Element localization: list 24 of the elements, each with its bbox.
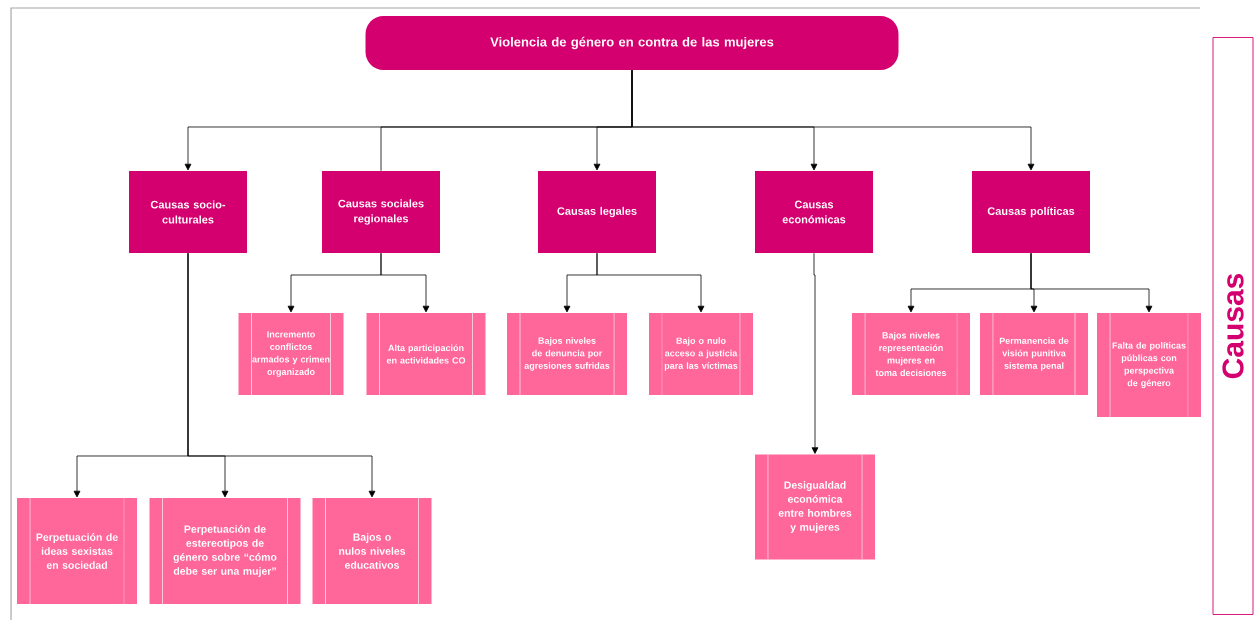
subprocess-box: Bajos o nulos niveles educativos <box>312 498 432 604</box>
side-label-box: Causas <box>1212 37 1254 615</box>
category-box: Causas económicas <box>755 171 873 253</box>
subprocess-box: Bajos niveles representación mujeres en toma decisiones <box>852 313 970 395</box>
connector-arrow <box>380 252 430 313</box>
connector-arrow <box>811 252 819 454</box>
title-box: Violencia de género en contra de las mujeres <box>365 16 899 70</box>
subprocess-box: Bajos niveles de denuncia por agresiones sufridas <box>507 313 627 395</box>
subprocess-box: Alta participación en actividades CO <box>366 313 486 395</box>
category-box: Causas sociales regionales <box>322 171 440 253</box>
category-box: Causas socio-culturales <box>129 171 247 253</box>
connector-arrow <box>187 252 376 498</box>
category-box: Causas políticas <box>972 171 1090 253</box>
connector-arrow <box>631 69 1035 171</box>
category-box: Causas legales <box>538 171 656 253</box>
subprocess-box: Permanencia de visión punitiva sistema penal <box>980 313 1088 395</box>
subprocess-box: Desigualdad económica entre hombres y mujeres <box>755 454 875 560</box>
subprocess-box: Perpetuación de ideas sexistas en sociedad <box>17 498 137 604</box>
subprocess-box: Incremento conflictos armados y crimen organizado <box>238 313 344 395</box>
subprocess-box: Perpetuación de estereotipos de género sobre “cómo debe ser una mujer” <box>149 498 301 604</box>
subprocess-box: Falta de políticas públicas con perspectiva de género <box>1097 313 1201 417</box>
connector-arrow <box>596 252 705 313</box>
connector-arrow <box>1030 252 1153 313</box>
subprocess-box: Bajo o nulo acceso a justicia para las víctimas <box>649 313 753 395</box>
